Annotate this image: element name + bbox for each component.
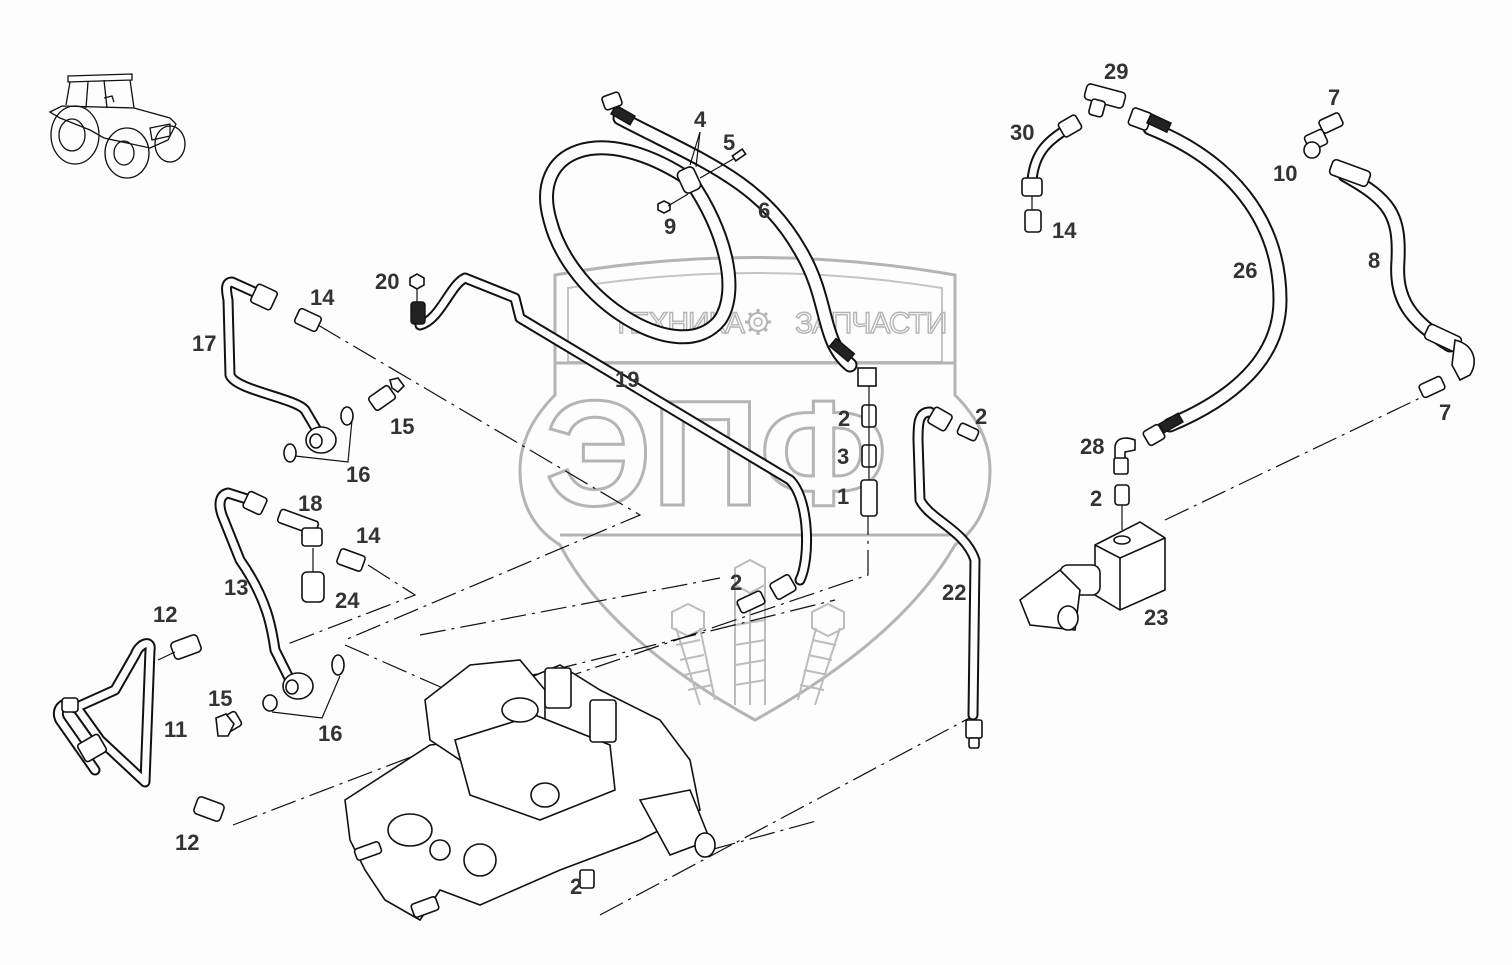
callout-3: 3 [837, 444, 849, 469]
callout-26: 26 [1233, 258, 1257, 283]
callout-15: 15 [390, 414, 414, 439]
tractor-icon [48, 73, 186, 179]
callout-15: 15 [208, 686, 232, 711]
callout-24: 24 [335, 588, 360, 613]
gear-icon [745, 309, 771, 335]
callout-30: 30 [1010, 120, 1034, 145]
callout-12: 12 [153, 602, 177, 627]
part-10-elbow[interactable] [1303, 128, 1329, 159]
part-2-fitting-b[interactable] [736, 590, 766, 614]
callout-7: 7 [1439, 400, 1451, 425]
callout-4: 4 [694, 107, 707, 132]
callout-7: 7 [1328, 85, 1340, 110]
part-2-fitting-d[interactable] [1114, 484, 1130, 530]
part-22-pipe[interactable] [912, 406, 983, 749]
watermark-shield [518, 256, 992, 722]
part-7-fitting-a[interactable] [1318, 112, 1344, 134]
part-2-fitting-c[interactable] [956, 422, 980, 442]
callout-6: 6 [758, 198, 770, 223]
watermark-logo: ЭПФ [545, 369, 888, 537]
callouts: 1 2 2 2 2 2 3 4 5 6 7 7 8 9 10 11 12 12 … [153, 59, 1451, 899]
part-14-fitting-a[interactable] [293, 307, 323, 333]
control-valve[interactable] [344, 659, 716, 922]
callout-14: 14 [1052, 218, 1077, 243]
callout-16: 16 [346, 462, 370, 487]
part-7-fitting-b[interactable] [1418, 375, 1446, 399]
part-17-pipe[interactable] [221, 276, 337, 454]
callout-18: 18 [298, 491, 322, 516]
part-9-nut[interactable] [657, 193, 689, 214]
callout-9: 9 [664, 214, 676, 239]
callout-19: 19 [615, 367, 639, 392]
part-4-clamp[interactable] [676, 131, 702, 195]
part-8-hose[interactable] [1328, 158, 1475, 382]
part-29-tee[interactable] [1083, 83, 1127, 118]
callout-14: 14 [310, 285, 335, 310]
part-15-banjo-bolt-b[interactable] [215, 710, 243, 737]
callout-2: 2 [838, 406, 850, 431]
callout-23: 23 [1144, 605, 1168, 630]
part-12-fitting-b[interactable] [193, 796, 225, 822]
part-5-bolt[interactable] [699, 147, 747, 179]
callout-11: 11 [164, 717, 187, 742]
part-16-washer-a[interactable] [283, 406, 354, 463]
callout-28: 28 [1080, 434, 1104, 459]
assembly-lines [232, 324, 1421, 916]
part-1-fitting[interactable] [860, 386, 878, 517]
part-28-elbow[interactable] [1113, 437, 1136, 475]
watermark-wheat [671, 558, 845, 706]
part-13-pipe[interactable] [214, 487, 314, 700]
part-24-plug[interactable] [301, 548, 325, 603]
part-20-nut[interactable] [409, 273, 426, 325]
part-14-fitting-c[interactable] [1024, 196, 1042, 233]
part-14-fitting-b[interactable] [336, 548, 366, 572]
callout-8: 8 [1368, 248, 1380, 273]
callout-1: 1 [837, 484, 849, 509]
part-23-solenoid-valve[interactable] [1019, 521, 1166, 631]
callout-22: 22 [942, 580, 966, 605]
part-18-tee[interactable] [276, 508, 323, 547]
part-12-fitting-a[interactable] [157, 634, 202, 661]
callout-2: 2 [570, 874, 582, 899]
callout-29: 29 [1104, 59, 1128, 84]
callout-16: 16 [318, 721, 342, 746]
part-15-banjo-bolt-a[interactable] [367, 377, 406, 412]
part-19-pipe[interactable] [414, 272, 812, 600]
callout-17: 17 [192, 331, 216, 356]
part-6-hose[interactable] [539, 91, 877, 387]
callout-20: 20 [375, 269, 399, 294]
callout-5: 5 [723, 130, 735, 155]
watermark: ТЕХНИКА ЗАПЧАСТИ ЭПФ [518, 256, 992, 722]
callout-2: 2 [1090, 486, 1102, 511]
part-16-washer-b[interactable] [262, 654, 345, 719]
part-11-pipe[interactable] [52, 638, 156, 788]
callout-10: 10 [1273, 161, 1297, 186]
callout-13: 13 [224, 575, 248, 600]
callout-14: 14 [356, 523, 381, 548]
callout-2: 2 [730, 570, 742, 595]
part-30-pipe[interactable] [1021, 114, 1083, 197]
callout-2: 2 [975, 404, 987, 429]
callout-12: 12 [175, 830, 199, 855]
part-26-hose[interactable] [1127, 107, 1288, 447]
